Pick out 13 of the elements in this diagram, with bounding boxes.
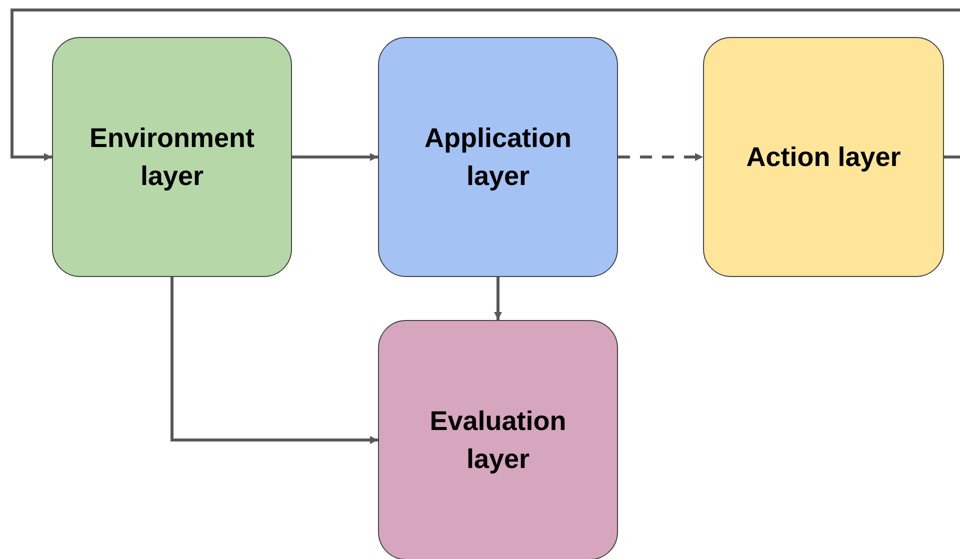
- layer-box: [378, 37, 618, 277]
- layer-label: Environment layer: [88, 122, 256, 193]
- layer-label: Action layer: [746, 141, 901, 174]
- layer-box: [52, 37, 292, 277]
- arrow: [10, 8, 960, 161]
- layer-label: Evaluation layer: [429, 405, 567, 476]
- arrow: [494, 277, 502, 320]
- arrow: [618, 153, 703, 161]
- layer-label: Application layer: [424, 122, 572, 193]
- layer-box: [378, 320, 618, 559]
- arrow: [170, 277, 378, 444]
- arrow: [292, 153, 378, 161]
- layer-box: [703, 37, 944, 277]
